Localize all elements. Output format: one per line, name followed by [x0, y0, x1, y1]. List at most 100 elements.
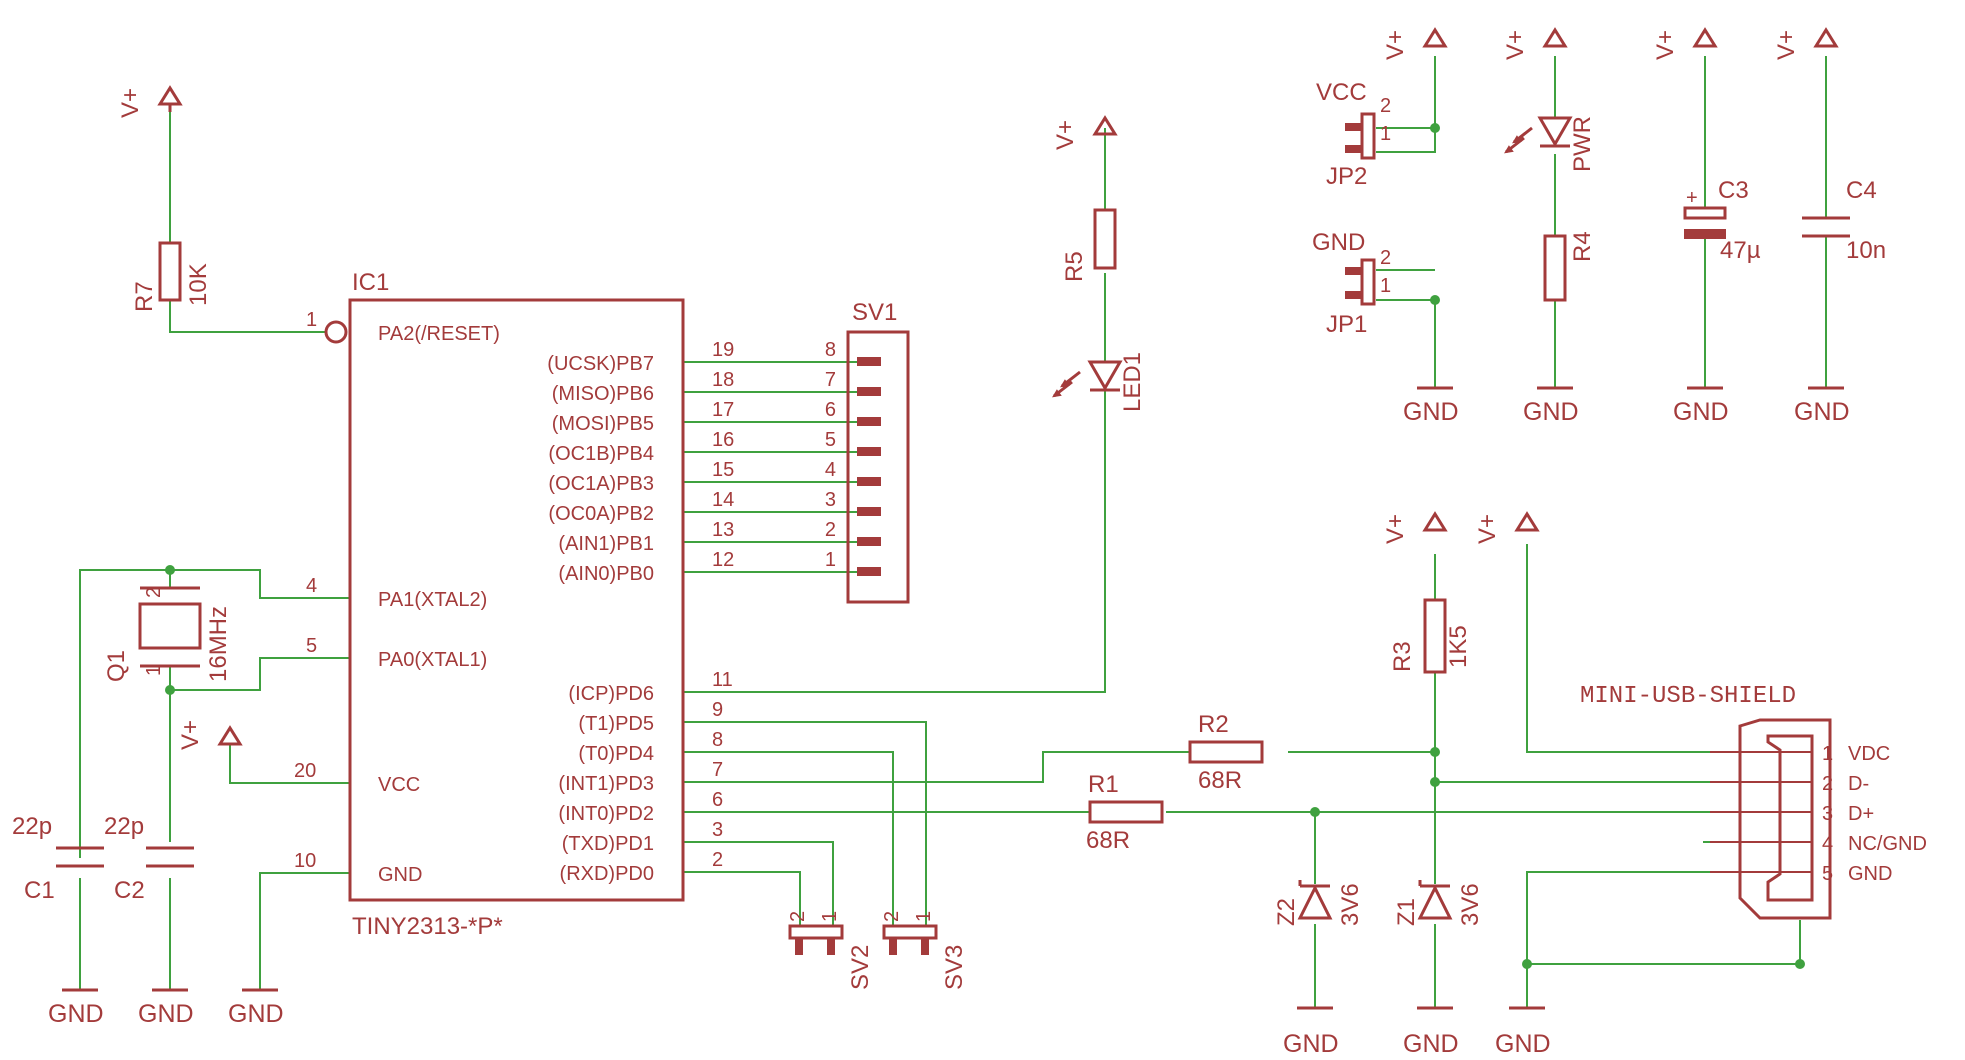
resistor-r3: R3 1K5 — [1389, 598, 1472, 674]
svg-text:(T1)PD5: (T1)PD5 — [578, 713, 654, 735]
svg-text:1: 1 — [1822, 743, 1833, 765]
svg-text:(RXD)PD0: (RXD)PD0 — [560, 863, 654, 885]
svg-text:4: 4 — [306, 575, 317, 597]
vplus-usb: V+ — [1474, 511, 1540, 544]
svg-text:D+: D+ — [1848, 803, 1874, 825]
svg-text:8: 8 — [825, 339, 836, 361]
resistor-r7: R7 10K — [131, 241, 212, 312]
ic1-right-pins: (UCSK)PB7 (MISO)PB6 (MOSI)PB5 (OC1B)PB4 … — [547, 353, 654, 885]
svg-text:5: 5 — [1822, 863, 1833, 885]
svg-text:5: 5 — [825, 429, 836, 451]
svg-text:C1: C1 — [24, 877, 55, 904]
vplus-jp2: V+ — [1382, 27, 1448, 60]
gnd-symbols: GND GND GND GND GND GND GND GND GND GND — [48, 386, 1850, 1058]
junctions — [165, 123, 1805, 969]
svg-text:V+: V+ — [1502, 30, 1529, 60]
svg-text:1: 1 — [143, 665, 165, 676]
svg-text:C4: C4 — [1846, 177, 1877, 204]
ic1-left-pins: 1 PA2(/RESET) 4 PA1(XTAL2) 5 PA0(XTAL1) … — [294, 309, 500, 886]
vplus-symbols: V+ V+ V+ V+ V+ V+ V+ V+ V+ — [117, 27, 1839, 750]
svg-text:V+: V+ — [1052, 120, 1079, 150]
svg-text:GND: GND — [1495, 1030, 1551, 1058]
resistor-r5: R5 — [1061, 208, 1117, 282]
svg-text:2: 2 — [143, 587, 165, 598]
svg-text:V+: V+ — [1382, 30, 1409, 60]
svg-text:PA1(XTAL2): PA1(XTAL2) — [378, 589, 487, 611]
jumper-jp2: 2 1 VCC JP2 — [1316, 79, 1391, 190]
vplus-pwr: V+ — [1502, 27, 1568, 60]
svg-text:GND: GND — [1673, 398, 1729, 426]
svg-text:(AIN1)PB1: (AIN1)PB1 — [558, 533, 654, 555]
mini-usb-shield: MINI-USB-SHIELD 1 2 3 4 5 VDC D- D+ NC/G… — [1580, 683, 1927, 920]
svg-text:PA0(XTAL1): PA0(XTAL1) — [378, 649, 487, 671]
svg-text:2: 2 — [825, 519, 836, 541]
svg-text:20: 20 — [294, 760, 316, 782]
gnd-c2: GND — [138, 988, 194, 1028]
svg-text:GND: GND — [228, 1000, 284, 1028]
svg-text:PA2(/RESET): PA2(/RESET) — [378, 323, 500, 345]
svg-text:VCC: VCC — [1316, 79, 1367, 106]
svg-text:GND: GND — [1283, 1030, 1339, 1058]
wires — [79, 56, 1827, 1008]
gnd-z2: GND — [1283, 1006, 1339, 1058]
gnd-usb: GND — [1495, 1006, 1551, 1058]
svg-text:C2: C2 — [114, 877, 145, 904]
svg-text:GND: GND — [48, 1000, 104, 1028]
svg-text:2: 2 — [881, 911, 903, 922]
svg-text:V+: V+ — [1382, 514, 1409, 544]
vplus-vcc: V+ — [177, 720, 243, 750]
svg-text:GND: GND — [378, 864, 422, 886]
svg-text:V+: V+ — [1652, 30, 1679, 60]
resistor-r1: R1 68R — [1086, 771, 1164, 854]
usb-name: MINI-USB-SHIELD — [1580, 683, 1796, 710]
svg-text:2: 2 — [1380, 95, 1391, 117]
svg-text:R1: R1 — [1088, 771, 1119, 798]
ic1-name: IC1 — [352, 269, 389, 296]
svg-text:Z1: Z1 — [1393, 898, 1420, 926]
svg-text:V+: V+ — [1474, 514, 1501, 544]
zener-z1: Z1 3V6 — [1393, 880, 1484, 926]
vplus-c3: V+ — [1652, 27, 1718, 60]
svg-text:18: 18 — [712, 369, 734, 391]
svg-text:R7: R7 — [131, 281, 158, 312]
svg-text:C3: C3 — [1718, 177, 1749, 204]
svg-text:GND: GND — [1403, 1030, 1459, 1058]
svg-text:4: 4 — [825, 459, 836, 481]
svg-text:1: 1 — [819, 911, 841, 922]
svg-text:GND: GND — [1848, 863, 1892, 885]
svg-text:1: 1 — [825, 549, 836, 571]
svg-text:D-: D- — [1848, 773, 1869, 795]
svg-text:11: 11 — [712, 669, 733, 691]
capacitor-c3: + C3 47µ — [1683, 177, 1761, 264]
svg-text:JP2: JP2 — [1326, 163, 1367, 190]
capacitor-c1: 22p C1 — [12, 813, 104, 904]
svg-text:1: 1 — [1380, 123, 1391, 145]
gnd-r4: GND — [1523, 386, 1579, 426]
svg-text:17: 17 — [712, 399, 734, 421]
svg-text:5: 5 — [306, 635, 317, 657]
svg-text:68R: 68R — [1086, 827, 1130, 854]
svg-text:JP1: JP1 — [1326, 311, 1367, 338]
svg-text:6: 6 — [712, 789, 723, 811]
led-led1: LED1 — [1052, 352, 1146, 412]
svg-text:GND: GND — [1523, 398, 1579, 426]
svg-text:6: 6 — [825, 399, 836, 421]
svg-text:(AIN0)PB0: (AIN0)PB0 — [558, 563, 654, 585]
svg-text:V+: V+ — [117, 88, 144, 118]
svg-text:3V6: 3V6 — [1457, 883, 1484, 926]
svg-text:68R: 68R — [1198, 767, 1242, 794]
svg-text:3: 3 — [825, 489, 836, 511]
svg-text:7: 7 — [825, 369, 836, 391]
svg-text:LED1: LED1 — [1119, 352, 1146, 412]
svg-text:SV3: SV3 — [941, 945, 968, 990]
jumper-jp1: 2 1 GND JP1 — [1312, 229, 1391, 338]
svg-text:(T0)PD4: (T0)PD4 — [578, 743, 654, 765]
svg-text:9: 9 — [712, 699, 723, 721]
svg-text:(OC0A)PB2: (OC0A)PB2 — [548, 503, 654, 525]
svg-text:(INT1)PD3: (INT1)PD3 — [558, 773, 654, 795]
svg-text:GND: GND — [1403, 398, 1459, 426]
svg-text:(MISO)PB6: (MISO)PB6 — [552, 383, 654, 405]
ic1-tiny2313: IC1 TINY2313-*P* 1 PA2(/RESET) 4 PA1(XTA… — [294, 269, 734, 940]
svg-text:8: 8 — [712, 729, 723, 751]
